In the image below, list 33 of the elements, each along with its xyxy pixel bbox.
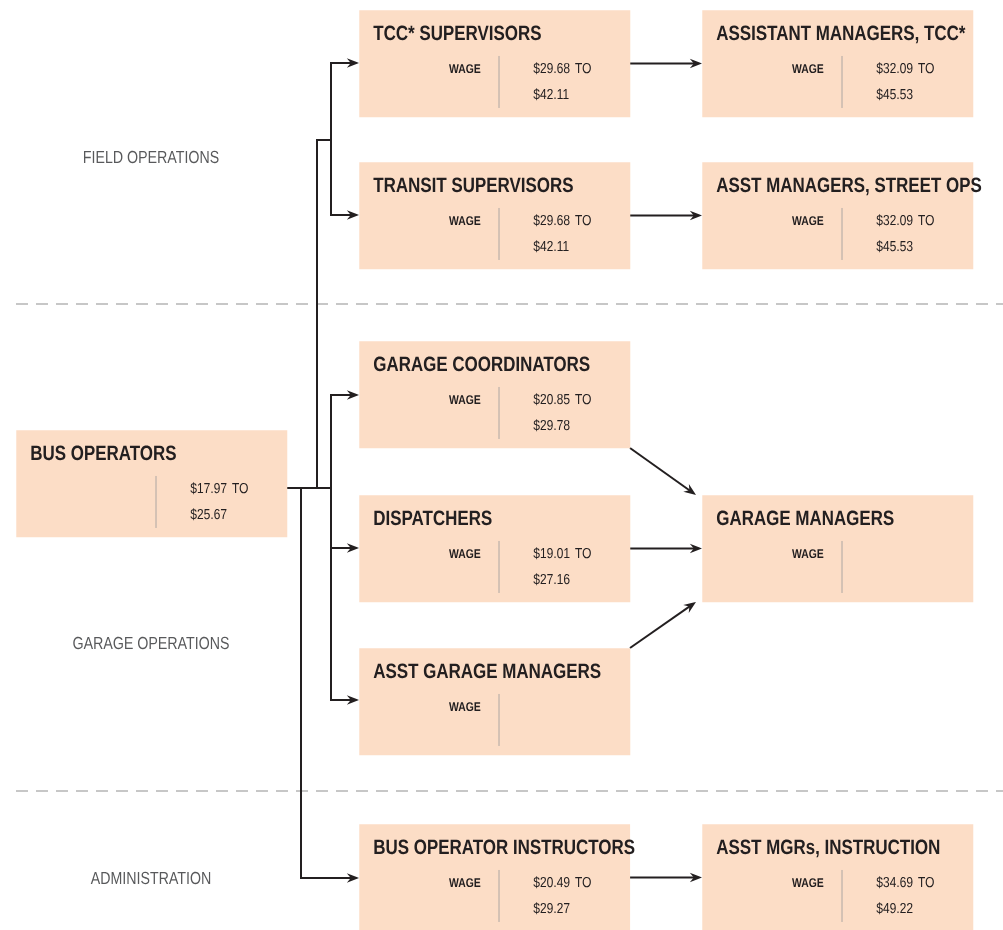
wage-range: $20.49 TO $29.27	[533, 876, 591, 915]
wage-label: WAGE	[792, 216, 824, 226]
job-title: DISPATCHERS	[374, 510, 492, 526]
section-label: FIELD OPERATIONS	[84, 150, 219, 164]
job-title: GARAGE COORDINATORS	[373, 356, 590, 372]
job-title: ASST MANAGERS, STREET OPS	[716, 177, 982, 196]
job-title: ASSISTANT MANAGERS, TCC*	[716, 25, 966, 44]
wage-range: $29.68 TO $42.11	[533, 62, 591, 101]
section-label: ADMINISTRATION	[90, 871, 211, 885]
wage-label: WAGE	[792, 64, 824, 74]
wage-label: WAGE	[792, 549, 824, 559]
wage-label: WAGE	[449, 64, 481, 74]
job-title: ASST MGRs, INSTRUCTION	[716, 839, 940, 858]
wage-label: WAGE	[449, 549, 481, 559]
wage-range: $29.68 TO $42.11	[533, 214, 591, 253]
job-title: TCC* SUPERVISORS	[373, 25, 541, 41]
wage-range: $20.85 TO $29.78	[533, 393, 591, 432]
job-title: ASST GARAGE MANAGERS	[373, 663, 601, 679]
wage-range: $32.09 TO $45.53	[876, 62, 934, 101]
wage-range: $34.69 TO $49.22	[876, 876, 934, 915]
wage-label: WAGE	[449, 878, 481, 888]
wage-range: $32.09 TO $45.53	[876, 214, 934, 253]
job-title: BUS OPERATOR INSTRUCTORS	[374, 839, 635, 855]
job-title: BUS OPERATORS	[31, 445, 176, 461]
wage-label: WAGE	[449, 216, 481, 226]
wage-range: $19.01 TO $27.16	[533, 547, 591, 586]
job-title: TRANSIT SUPERVISORS	[373, 177, 573, 193]
section-label: GARAGE OPERATIONS	[73, 636, 229, 650]
wage-label: WAGE	[792, 878, 824, 888]
wage-label: WAGE	[449, 702, 481, 712]
wage-label: WAGE	[449, 395, 481, 405]
wage-range: $17.97 TO $25.67	[190, 482, 248, 521]
job-title: GARAGE MANAGERS	[716, 510, 894, 526]
